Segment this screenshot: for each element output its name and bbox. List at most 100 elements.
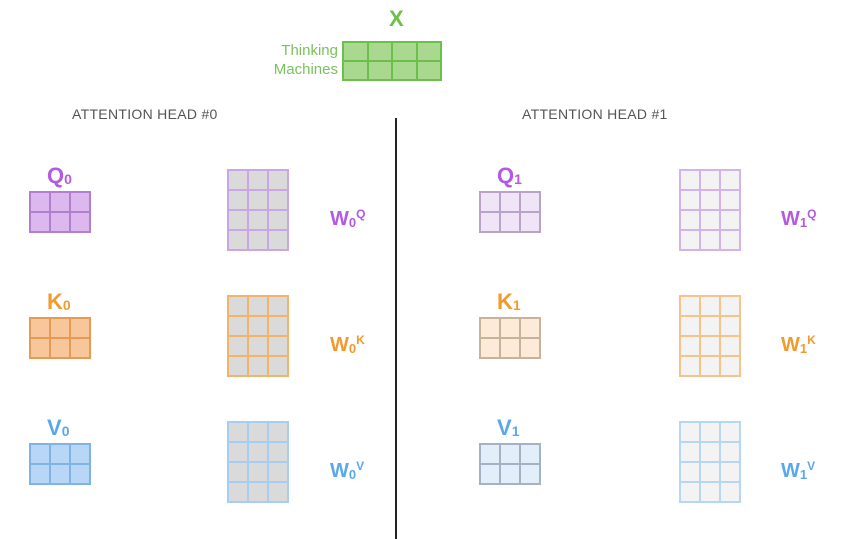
head-index-text: 0 bbox=[64, 171, 72, 187]
matrix-cell bbox=[344, 62, 367, 79]
head-1-k-matrix bbox=[479, 317, 541, 359]
matrix-cell bbox=[51, 339, 69, 357]
head-1-k-label: K1 bbox=[497, 289, 521, 315]
matrix-cell bbox=[71, 339, 89, 357]
matrix-cell bbox=[249, 423, 267, 441]
matrix-name-text: K bbox=[47, 289, 63, 314]
matrix-cell bbox=[681, 423, 699, 441]
matrix-cell bbox=[681, 211, 699, 229]
matrix-name-text: Q bbox=[497, 163, 515, 188]
matrix-cell bbox=[701, 317, 719, 335]
matrix-cell bbox=[701, 211, 719, 229]
matrix-cell bbox=[269, 191, 287, 209]
matrix-cell bbox=[681, 337, 699, 355]
head-0-wk-matrix bbox=[227, 295, 289, 377]
weight-base-text: W bbox=[781, 460, 800, 482]
matrix-cell bbox=[229, 337, 247, 355]
matrix-cell bbox=[701, 423, 719, 441]
head-1-wq-label: W1Q bbox=[781, 207, 816, 231]
matrix-cell bbox=[71, 193, 89, 211]
matrix-cell bbox=[51, 193, 69, 211]
input-word-2: Machines bbox=[273, 61, 338, 78]
head-index-text: 1 bbox=[799, 215, 808, 230]
matrix-cell bbox=[229, 317, 247, 335]
matrix-cell bbox=[701, 171, 719, 189]
matrix-cell bbox=[681, 463, 699, 481]
matrix-cell bbox=[229, 297, 247, 315]
matrix-cell bbox=[229, 423, 247, 441]
matrix-cell bbox=[681, 357, 699, 375]
matrix-cell bbox=[701, 463, 719, 481]
matrix-cell bbox=[521, 445, 539, 463]
head-0-wv-label: W0V bbox=[330, 459, 364, 483]
matrix-name-text: K bbox=[497, 289, 513, 314]
matrix-cell bbox=[31, 193, 49, 211]
matrix-name-text: Q bbox=[47, 163, 65, 188]
head-index-text: 1 bbox=[512, 297, 521, 313]
head-index-text: 1 bbox=[799, 341, 808, 356]
matrix-cell bbox=[701, 191, 719, 209]
head-0-k-matrix bbox=[29, 317, 91, 359]
matrix-cell bbox=[31, 465, 49, 483]
matrix-cell bbox=[721, 211, 739, 229]
matrix-cell bbox=[501, 465, 519, 483]
matrix-cell bbox=[721, 463, 739, 481]
head-0-title: ATTENTION HEAD #0 bbox=[72, 106, 218, 122]
matrix-cell bbox=[269, 463, 287, 481]
weight-base-text: W bbox=[781, 208, 800, 230]
matrix-name-text: V bbox=[497, 415, 512, 440]
matrix-cell bbox=[31, 213, 49, 231]
matrix-cell bbox=[481, 445, 499, 463]
head-index-text: 0 bbox=[61, 423, 70, 439]
matrix-cell bbox=[681, 443, 699, 461]
head-0-wq-matrix bbox=[227, 169, 289, 251]
weight-base-text: W bbox=[330, 334, 349, 356]
head-index-text: 1 bbox=[514, 171, 522, 187]
head-0-wq-label: W0Q bbox=[330, 207, 365, 231]
matrix-cell bbox=[521, 339, 539, 357]
head-index-text: 0 bbox=[348, 215, 357, 230]
matrix-cell bbox=[51, 445, 69, 463]
matrix-cell bbox=[31, 319, 49, 337]
matrix-cell bbox=[721, 297, 739, 315]
matrix-cell bbox=[721, 483, 739, 501]
matrix-cell bbox=[501, 213, 519, 231]
matrix-cell bbox=[393, 43, 416, 60]
matrix-cell bbox=[721, 191, 739, 209]
matrix-cell bbox=[521, 213, 539, 231]
head-0-q-label: Q0 bbox=[47, 163, 72, 189]
input-x-matrix bbox=[342, 41, 442, 81]
matrix-cell bbox=[249, 211, 267, 229]
matrix-cell bbox=[269, 443, 287, 461]
matrix-cell bbox=[721, 231, 739, 249]
matrix-cell bbox=[229, 211, 247, 229]
weight-base-text: W bbox=[330, 208, 349, 230]
matrix-cell bbox=[368, 62, 391, 79]
matrix-cell bbox=[31, 339, 49, 357]
matrix-cell bbox=[249, 191, 267, 209]
weight-type-text: Q bbox=[807, 207, 817, 221]
matrix-cell bbox=[721, 443, 739, 461]
matrix-cell bbox=[269, 171, 287, 189]
matrix-cell bbox=[229, 483, 247, 501]
head-1-wv-label: W1V bbox=[781, 459, 815, 483]
head-1-wk-label: W1K bbox=[781, 333, 816, 357]
matrix-cell bbox=[51, 213, 69, 231]
matrix-name-text: V bbox=[47, 415, 62, 440]
matrix-cell bbox=[269, 337, 287, 355]
weight-type-text: V bbox=[356, 459, 365, 473]
matrix-cell bbox=[249, 357, 267, 375]
input-word-1: Thinking bbox=[281, 42, 338, 59]
matrix-cell bbox=[249, 463, 267, 481]
matrix-cell bbox=[249, 443, 267, 461]
matrix-cell bbox=[249, 317, 267, 335]
matrix-cell bbox=[249, 483, 267, 501]
matrix-cell bbox=[71, 465, 89, 483]
weight-base-text: W bbox=[781, 334, 800, 356]
matrix-cell bbox=[51, 465, 69, 483]
weight-type-text: Q bbox=[356, 207, 366, 221]
matrix-cell bbox=[701, 337, 719, 355]
matrix-cell bbox=[249, 297, 267, 315]
matrix-cell bbox=[721, 337, 739, 355]
matrix-cell bbox=[721, 423, 739, 441]
